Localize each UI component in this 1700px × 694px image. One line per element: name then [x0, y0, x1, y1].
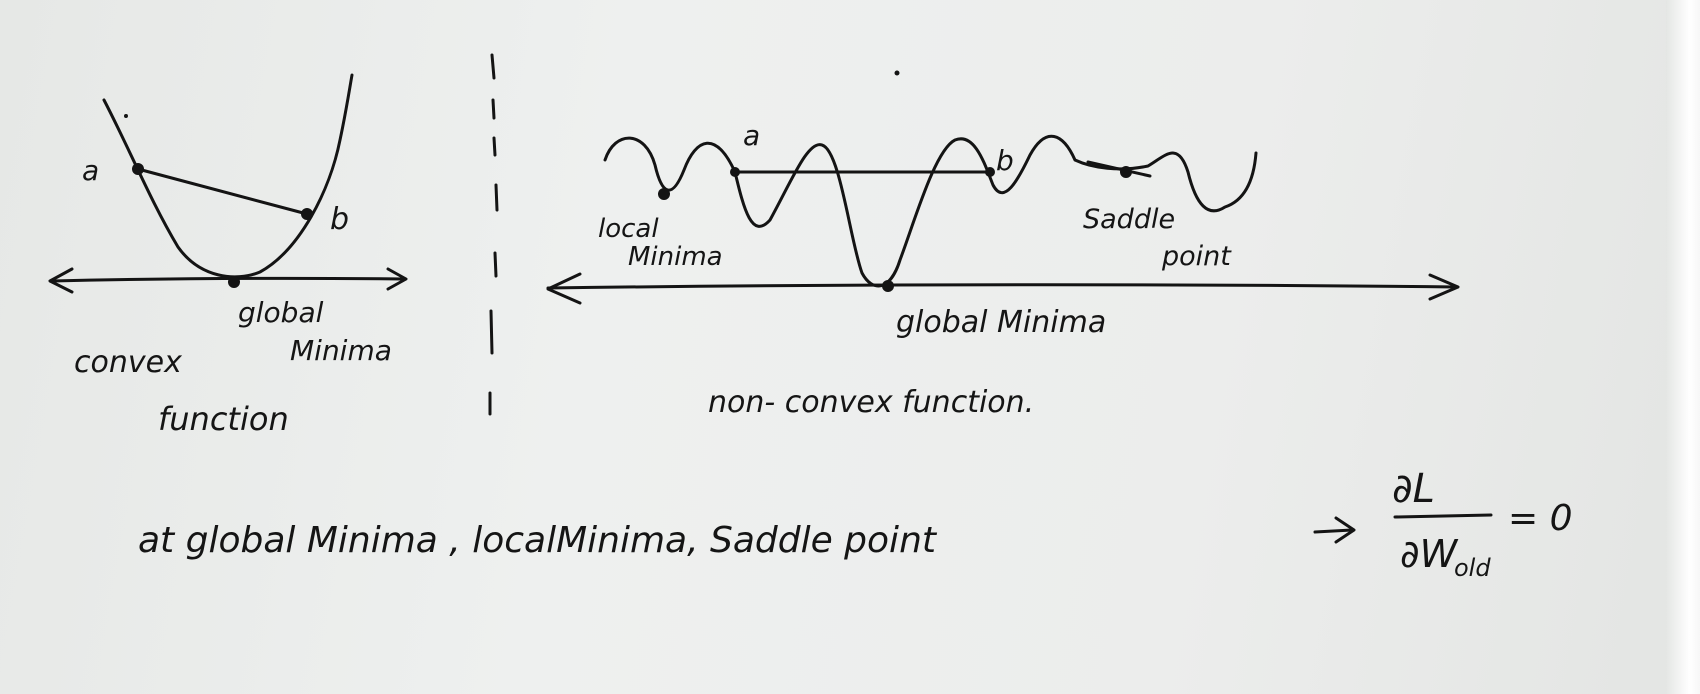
saddle-tangent-line	[1086, 160, 1152, 178]
nonconvex-point-a-marker	[730, 167, 740, 177]
saddle-label: Saddle	[1083, 204, 1175, 235]
panel-divider	[488, 53, 499, 416]
note-arrowhead	[1334, 516, 1356, 544]
convex-point-b-marker	[301, 208, 313, 220]
nonconvex-curve	[603, 134, 1258, 288]
nonconvex-caption: non- convex function.	[708, 385, 1034, 420]
convex-x-axis	[50, 276, 406, 283]
convex-point-b-label: b	[330, 202, 349, 237]
nonconvex-axis-left-arrowhead	[546, 272, 582, 305]
bottom-note: at global Minima , localMinima, Saddle p…	[138, 466, 1573, 582]
local-minima-label: Minima	[628, 242, 723, 272]
convex-point-a-marker	[132, 163, 144, 175]
convex-caption-line2: function	[158, 400, 289, 438]
convex-chord	[136, 167, 309, 216]
local-label: local	[598, 214, 659, 244]
stray-dot	[894, 70, 900, 76]
convex-axis-right-arrowhead	[386, 267, 408, 291]
nonconvex-panel: a b local Minima Saddle point global Min…	[546, 119, 1460, 420]
convex-point-a-label: a	[82, 154, 99, 187]
convex-axis-left-arrowhead	[48, 267, 74, 294]
fraction-bar	[1393, 513, 1493, 519]
page-edge	[1666, 0, 1700, 694]
convex-minima-label: Minima	[290, 334, 392, 367]
derivative-subscript: old	[1454, 554, 1491, 582]
derivative-denominator: ∂W	[1400, 532, 1459, 576]
bottom-note-text: at global Minima , localMinima, Saddle p…	[138, 520, 938, 561]
saddle-point-marker	[1120, 166, 1132, 178]
convex-caption-line1: convex	[74, 345, 182, 380]
nonconvex-global-minimum-marker	[882, 280, 894, 292]
note-arrow	[1313, 528, 1354, 534]
convex-panel: a b global Minima convex function	[48, 73, 408, 438]
convex-global-label: global	[238, 296, 324, 329]
nonconvex-point-b-label: b	[996, 144, 1014, 177]
nonconvex-x-axis	[546, 283, 1458, 290]
nonconvex-point-b-marker	[985, 167, 995, 177]
nonconvex-global-minima-label: global Minima	[896, 305, 1106, 340]
equals-zero: = 0	[1508, 498, 1573, 539]
local-minimum-marker	[658, 188, 670, 200]
stray-ink-mark	[124, 114, 128, 118]
saddle-point-label: point	[1161, 241, 1232, 272]
nonconvex-axis-right-arrowhead	[1428, 273, 1460, 301]
nonconvex-point-a-label: a	[743, 119, 760, 152]
derivative-numerator: ∂L	[1392, 466, 1435, 512]
convex-global-minimum-marker	[228, 276, 240, 288]
convex-curve	[102, 73, 354, 279]
